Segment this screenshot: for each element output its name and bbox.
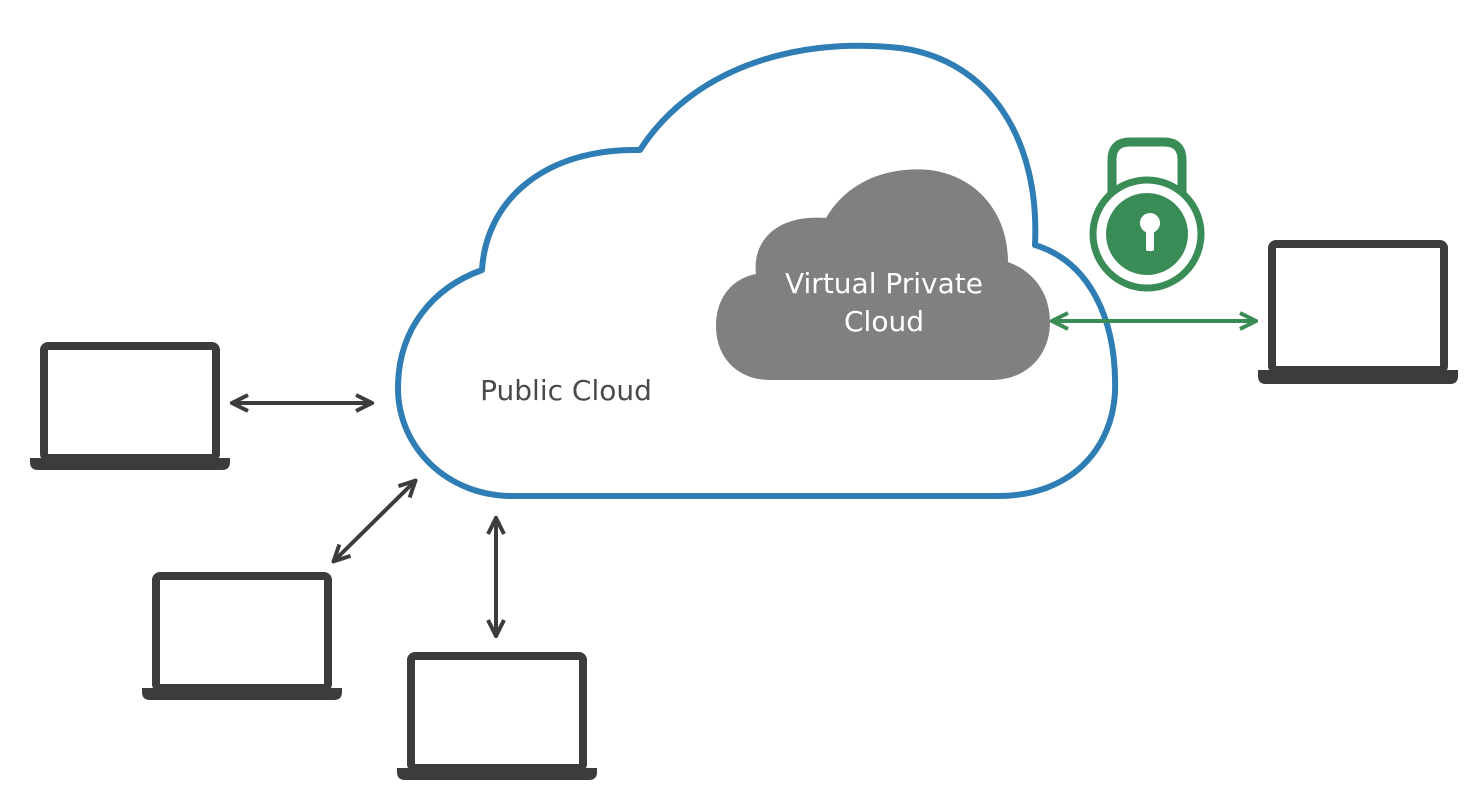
private-cloud-shape (716, 169, 1050, 380)
public-cloud-label: Public Cloud (480, 374, 652, 407)
vpc-label-line2: Cloud (844, 305, 924, 338)
padlock-icon (1089, 137, 1205, 292)
vpc-label-line1: Virtual Private (785, 267, 983, 300)
arrow-lower-left-laptop-to-cloud (335, 482, 414, 560)
laptop-icon-right (1258, 240, 1458, 384)
laptop-icon-left (30, 342, 230, 470)
laptop-icon-lower-left (142, 572, 342, 700)
laptop-icon-bottom (397, 652, 597, 780)
